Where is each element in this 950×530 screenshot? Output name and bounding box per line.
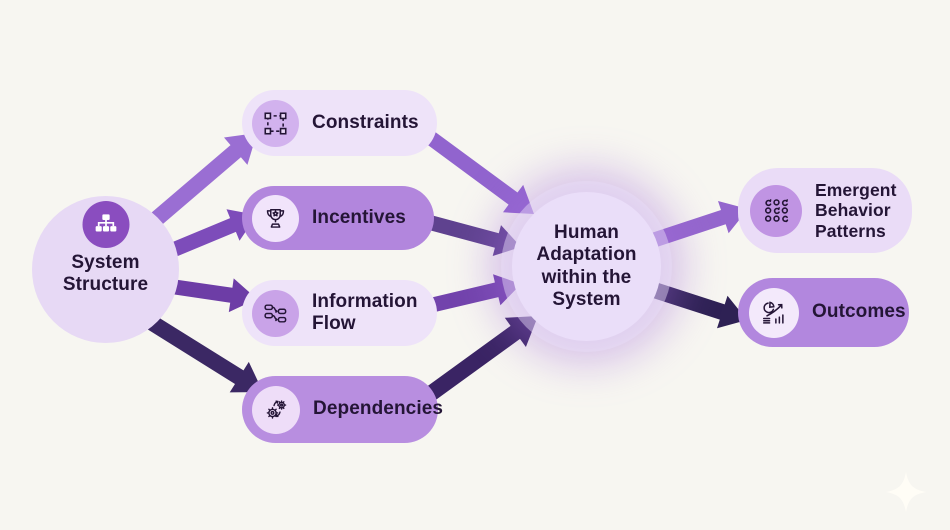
node-label: Human Adaptation within the System — [536, 222, 637, 310]
node-system-structure: System Structure — [32, 196, 179, 343]
node-dependencies: Dependencies — [242, 376, 443, 443]
swarm-pattern-icon — [750, 184, 802, 237]
node-label: Information Flow — [312, 290, 418, 334]
analytics-icon — [749, 287, 799, 338]
trophy-icon — [252, 194, 299, 242]
sparkle-shape — [886, 472, 926, 512]
node-outcomes: Outcomes — [738, 278, 909, 347]
selection-frame-icon — [252, 99, 299, 147]
arrow-center-to-emergent — [645, 201, 748, 250]
arrow-information-flow-to-center — [426, 274, 521, 314]
sparkle-icon — [886, 472, 926, 512]
data-flow-icon — [252, 289, 299, 337]
node-label: System Structure — [62, 252, 149, 296]
node-label: Dependencies — [313, 398, 444, 420]
node-human-adaptation: Human Adaptation within the System — [512, 192, 661, 341]
arrow-system-to-incentives — [165, 209, 257, 259]
node-constraints: Constraints — [242, 90, 437, 156]
node-incentives: Incentives — [242, 186, 434, 250]
node-information-flow: Information Flow — [242, 280, 437, 346]
arrow-center-to-outcomes — [645, 280, 747, 329]
node-label: Outcomes — [812, 301, 906, 323]
arrow-system-to-dependencies — [133, 307, 263, 393]
arrow-dependencies-to-center — [417, 316, 538, 407]
arrow-system-to-information-flow — [166, 278, 257, 313]
node-label: Constraints — [312, 111, 419, 133]
arrow-system-to-constraints — [134, 133, 257, 240]
gears-sync-icon — [252, 385, 300, 434]
arrow-incentives-to-center — [426, 214, 521, 256]
node-label: Emergent Behavior Patterns — [815, 180, 897, 241]
arrow-constraints-to-center — [415, 124, 534, 214]
node-label: Incentives — [312, 206, 406, 228]
org-chart-icon — [82, 201, 129, 248]
node-emergent-behavior-patterns: Emergent Behavior Patterns — [738, 168, 912, 253]
